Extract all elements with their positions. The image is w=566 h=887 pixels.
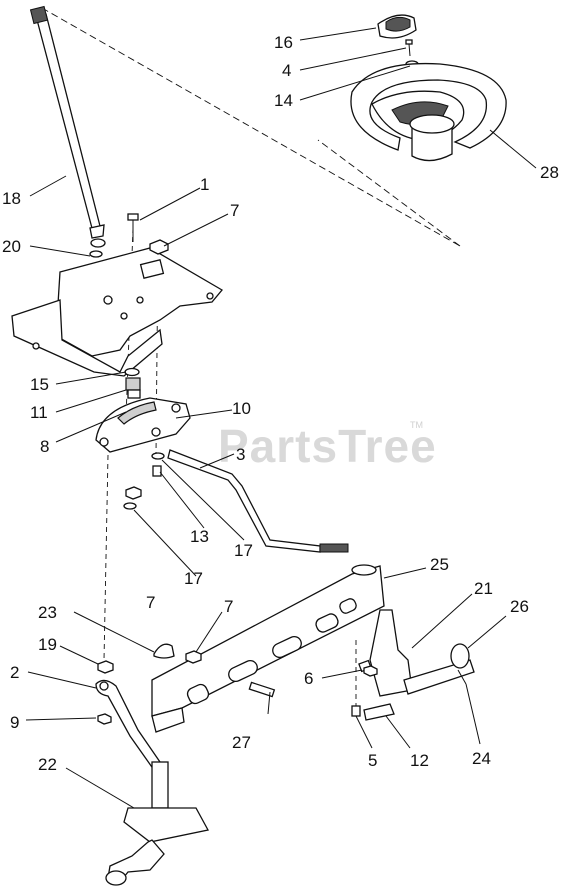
watermark: PartsTree TM <box>218 420 437 472</box>
bolt-13 <box>152 465 162 477</box>
callout-10: 10 <box>232 399 251 418</box>
callout-28: 28 <box>540 163 559 182</box>
callout-4: 4 <box>282 61 291 80</box>
watermark-text: PartsTree <box>218 420 437 472</box>
shaft-to-wheel-dashline <box>41 7 461 247</box>
callout-20: 20 <box>2 237 21 256</box>
washer-17a <box>151 452 165 460</box>
steering-wheel <box>350 62 507 162</box>
callout-7-axle: 7 <box>224 597 233 616</box>
watermark-tm: TM <box>410 420 423 430</box>
callout-6: 6 <box>304 669 313 688</box>
steering-arm-2 <box>95 679 161 772</box>
nut-7-mid <box>125 486 142 500</box>
right-spindle-21 <box>358 609 475 697</box>
callout-19: 19 <box>38 635 57 654</box>
wheel-return-dashline <box>317 139 461 247</box>
callout-12: 12 <box>410 751 429 770</box>
callout-25: 25 <box>430 555 449 574</box>
callout-13: 13 <box>190 527 209 546</box>
cap-screw <box>405 39 413 57</box>
steering-shaft <box>29 5 106 248</box>
callout-labels: 16 4 14 28 18 1 7 20 15 11 10 8 3 13 17 … <box>2 33 559 774</box>
pinion-gear-11 <box>125 377 141 399</box>
sector-axis-dashline <box>103 454 109 661</box>
nut-9 <box>97 713 112 725</box>
callout-15: 15 <box>30 375 49 394</box>
axle-cap-23 <box>153 643 175 659</box>
callout-17-right: 17 <box>234 541 253 560</box>
washer-26 <box>450 643 470 669</box>
callout-7-top: 7 <box>230 201 239 220</box>
front-axle <box>151 564 385 733</box>
leader-lines <box>25 27 537 809</box>
nut-7-top <box>149 239 169 255</box>
callout-23: 23 <box>38 603 57 622</box>
washer-17b <box>123 502 137 510</box>
bolt-5 <box>351 705 361 717</box>
callout-16: 16 <box>274 33 293 52</box>
washer-15 <box>124 367 140 377</box>
callout-8: 8 <box>40 437 49 456</box>
callout-3: 3 <box>236 445 245 464</box>
sector-gear-8 <box>95 397 191 453</box>
left-spindle-22 <box>105 761 209 886</box>
drag-link-3 <box>167 449 349 553</box>
support-plate <box>11 247 223 377</box>
callout-7-mid: 7 <box>146 593 155 612</box>
nut-6 <box>363 665 378 677</box>
nut-7-axle <box>185 650 202 664</box>
washer-20 <box>89 250 103 258</box>
callout-2: 2 <box>10 663 19 682</box>
callout-24: 24 <box>472 749 491 768</box>
callout-1: 1 <box>200 175 209 194</box>
callout-14: 14 <box>274 91 293 110</box>
callout-11: 11 <box>30 403 48 422</box>
callout-27: 27 <box>232 733 251 752</box>
callout-18: 18 <box>2 189 21 208</box>
pivot-bolt-27 <box>248 681 276 715</box>
callout-22: 22 <box>38 755 57 774</box>
pin-24 <box>457 669 467 685</box>
callout-21: 21 <box>474 579 493 598</box>
callout-5: 5 <box>368 751 377 770</box>
nut-19 <box>97 660 114 674</box>
bolt-1 <box>127 213 139 242</box>
callout-26: 26 <box>510 597 529 616</box>
callout-9: 9 <box>10 713 19 732</box>
tie-rod-end-12 <box>363 703 395 721</box>
steering-cap <box>377 14 417 39</box>
callout-17-left: 17 <box>184 569 203 588</box>
